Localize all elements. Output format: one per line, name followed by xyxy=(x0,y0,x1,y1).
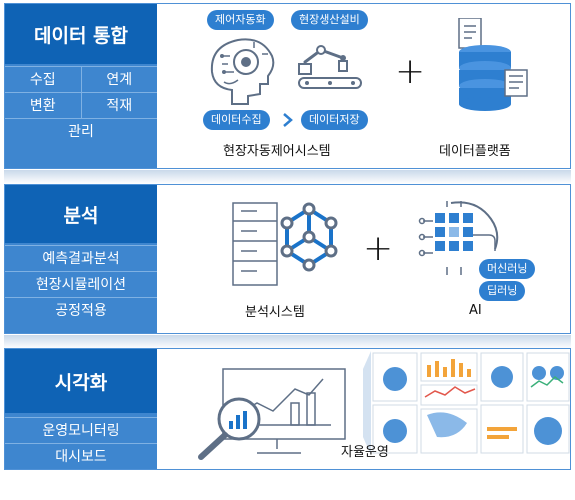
integration-section: 데이터 통합 수집 연계 변환 적재 관리 제어자동화 현장생산설비 xyxy=(4,3,571,169)
analysis-system-icon xyxy=(232,202,338,286)
autonomous-operation-caption: 자율운영 xyxy=(341,445,389,460)
robot-head-icon xyxy=(210,38,275,105)
visualization-title: 시각화 xyxy=(5,349,157,413)
item-collect: 수집 xyxy=(5,67,82,92)
analysis-panel: 분석 예측결과분석 현장시뮬레이션 공정적용 xyxy=(5,185,157,333)
section-divider xyxy=(4,335,571,349)
section-divider xyxy=(4,170,571,184)
tag-deep-learning: 딥러닝 xyxy=(479,281,526,301)
integration-title: 데이터 통합 xyxy=(5,4,157,64)
plus-sign-analysis: + xyxy=(363,228,394,269)
visualization-content: 자율운영 xyxy=(157,349,570,469)
database-icon xyxy=(458,18,528,111)
plus-sign: + xyxy=(395,51,426,92)
integration-panel: 데이터 통합 수집 연계 변환 적재 관리 xyxy=(5,4,157,168)
item-manage: 관리 xyxy=(5,118,157,144)
visualization-section: 시각화 운영모니터링 대시보드 xyxy=(4,348,571,470)
analysis-title: 분석 xyxy=(5,185,157,243)
analysis-section: 분석 예측결과분석 현장시뮬레이션 공정적용 분석시스템 + xyxy=(4,184,571,334)
tag-equipment: 현장생산설비 xyxy=(291,10,368,30)
tag-data-collect: 데이터수집 xyxy=(203,110,270,130)
analysis-system-caption: 분석시스템 xyxy=(245,305,305,320)
monitor-magnifier-icon xyxy=(198,368,346,460)
chevron-right-icon xyxy=(283,113,293,127)
item-monitoring: 운영모니터링 xyxy=(5,417,157,443)
dashboard-thumbnails xyxy=(363,351,570,455)
ai-chip-icon xyxy=(418,201,499,275)
tag-automation: 제어자동화 xyxy=(207,10,274,30)
item-process: 공정적용 xyxy=(5,297,157,323)
visualization-panel: 시각화 운영모니터링 대시보드 xyxy=(5,349,157,469)
ai-caption: AI xyxy=(469,303,482,318)
analysis-content: 분석시스템 + 머신러닝 딥러닝 AI xyxy=(157,185,570,333)
integration-row-1: 수집 연계 xyxy=(5,66,157,92)
item-convert: 변환 xyxy=(5,93,82,118)
integration-content: 제어자동화 현장생산설비 데이터수집 데이터저장 xyxy=(157,4,570,168)
item-load: 적재 xyxy=(106,98,133,114)
field-control-caption: 현장자동제어시스템 xyxy=(223,144,331,159)
item-prediction: 예측결과분석 xyxy=(5,245,157,271)
tag-data-store: 데이터저장 xyxy=(301,110,368,130)
item-link: 연계 xyxy=(106,72,133,88)
robot-arm-icon xyxy=(298,45,362,89)
tag-machine-learning: 머신러닝 xyxy=(479,259,536,279)
integration-row-2: 변환 적재 xyxy=(5,92,157,118)
item-dashboard: 대시보드 xyxy=(5,443,157,469)
data-platform-caption: 데이터플랫폼 xyxy=(439,144,511,159)
item-simulation: 현장시뮬레이션 xyxy=(5,271,157,297)
